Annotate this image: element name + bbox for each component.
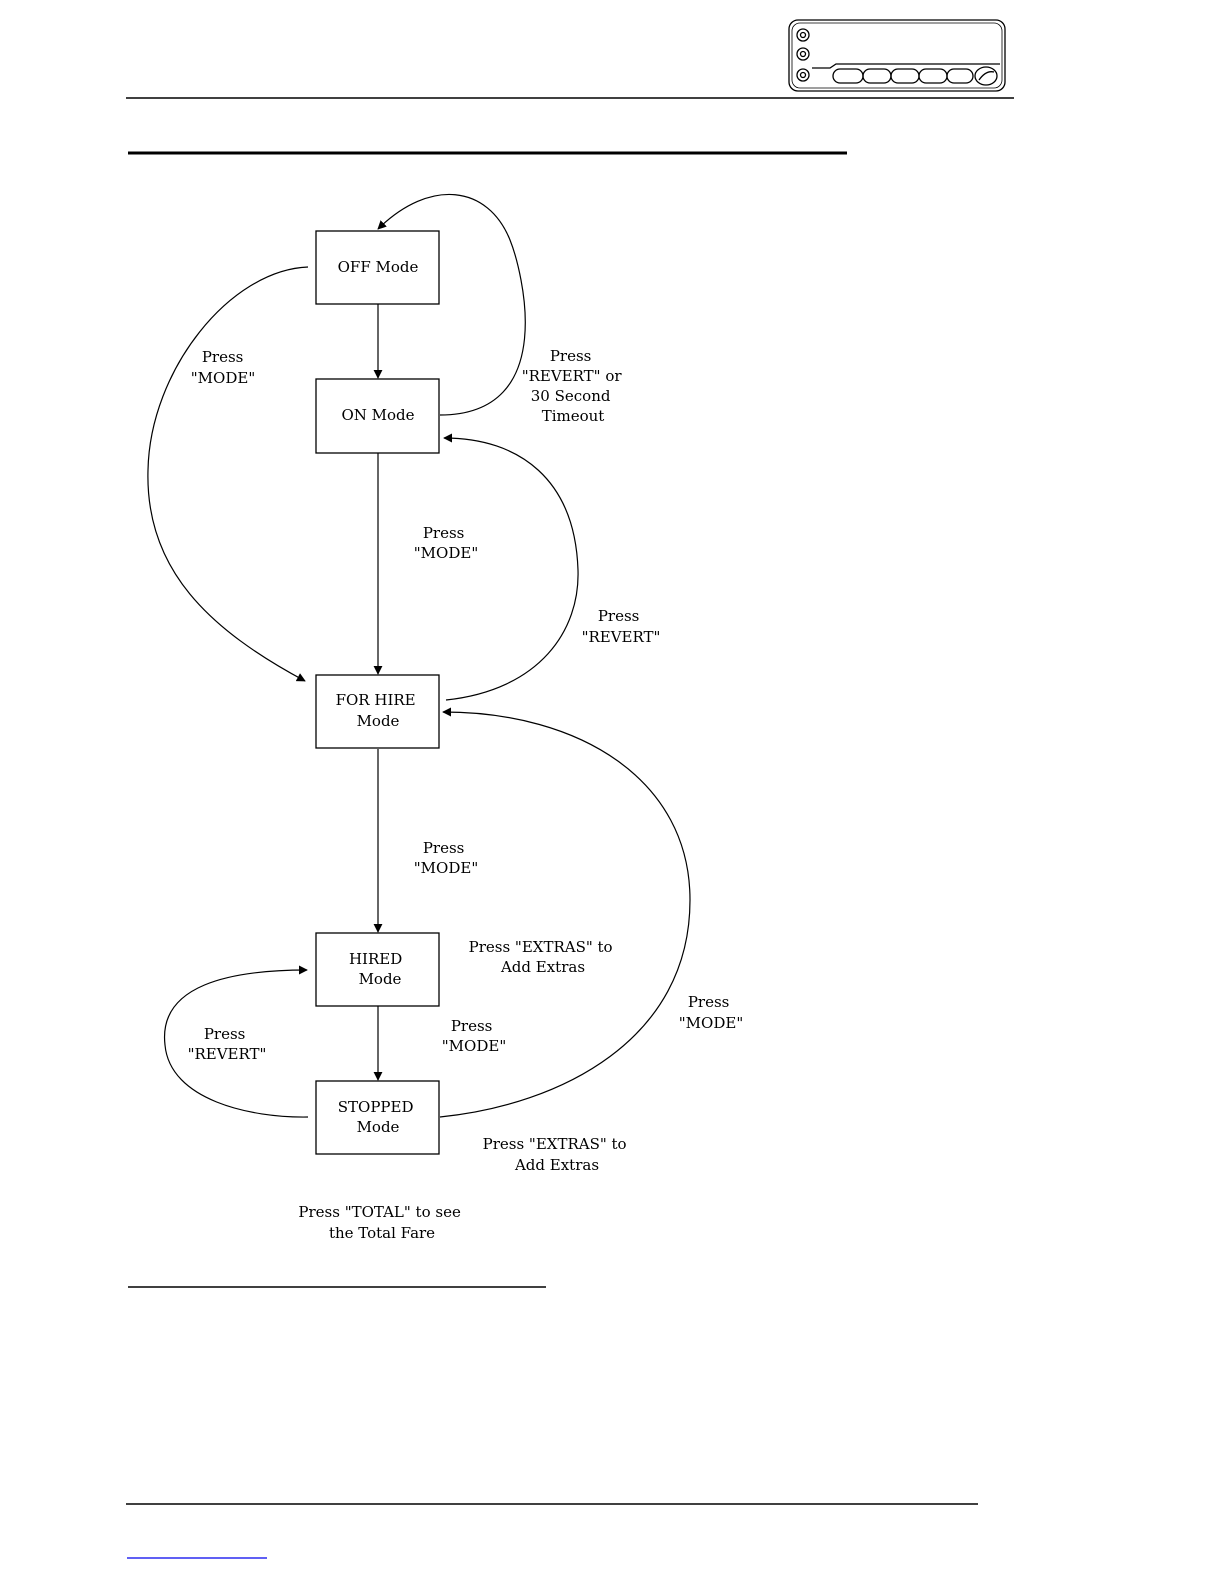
label-line: "MODE" (414, 859, 478, 877)
label-off-to-forhire: Press "MODE" (191, 348, 255, 387)
node-hired-line-2: Mode (359, 970, 402, 988)
label-stopped-extras: Press "EXTRAS" to Add Extras (483, 1135, 632, 1174)
label-forhire-to-hired: Press "MODE" (414, 839, 478, 877)
label-line: "REVERT" (582, 628, 661, 646)
label-line: Press (423, 524, 465, 542)
taximeter-device-icon (789, 20, 1005, 91)
label-stopped-revert: Press "REVERT" (188, 1025, 267, 1063)
label-line: "MODE" (679, 1014, 743, 1032)
label-line: Press (451, 1017, 493, 1035)
label-line: Press "EXTRAS" to (469, 938, 613, 956)
label-hired-to-stopped: Press "MODE" (442, 1017, 506, 1055)
label-line: "REVERT" (188, 1045, 267, 1063)
node-on-label: ON Mode (341, 406, 414, 424)
label-line: 30 Second (531, 387, 611, 405)
label-line: Press (688, 993, 730, 1011)
edge-stopped-to-forhire (440, 712, 690, 1117)
node-off-line: OFF Mode (338, 258, 419, 276)
label-on-revert-timeout: Press "REVERT" or 30 Second Timeout (522, 347, 627, 425)
node-stopped-line-2: Mode (357, 1118, 400, 1136)
label-line: "MODE" (191, 369, 255, 387)
label-line: Press "TOTAL" to see (298, 1203, 461, 1221)
label-line: Press (423, 839, 465, 857)
node-stopped-line-1: STOPPED (338, 1098, 414, 1116)
label-line: Timeout (542, 407, 605, 425)
label-line: Press (550, 347, 592, 365)
label-line: the Total Fare (329, 1224, 435, 1242)
label-line: Press (202, 348, 244, 366)
edge-stopped-to-hired (165, 970, 308, 1117)
node-forhire-line-1: FOR HIRE (336, 691, 416, 709)
label-on-to-forhire: Press "MODE" (414, 524, 478, 562)
diagram-labels: Press "MODE" Press "REVERT" or 30 Second… (188, 347, 744, 1242)
label-line: Add Extras (514, 1156, 599, 1174)
edge-forhire-to-on (444, 438, 578, 700)
label-hired-extras: Press "EXTRAS" to Add Extras (469, 938, 618, 976)
label-line: Press (204, 1025, 246, 1043)
label-line: "MODE" (414, 544, 478, 562)
label-line: "MODE" (442, 1037, 506, 1055)
node-forhire-line-2: Mode (357, 712, 400, 730)
node-off-label: OFF Mode (338, 258, 419, 276)
label-line: Press (598, 607, 640, 625)
node-hired-line-1: HIRED (349, 950, 402, 968)
label-stopped-to-forhire: Press "MODE" (679, 993, 743, 1032)
label-line: "REVERT" or (522, 367, 623, 385)
node-on-line: ON Mode (341, 406, 414, 424)
label-total-fare: Press "TOTAL" to see the Total Fare (298, 1203, 465, 1242)
label-line: Press "EXTRAS" to (483, 1135, 627, 1153)
label-forhire-revert: Press "REVERT" (582, 607, 661, 646)
label-line: Add Extras (500, 958, 585, 976)
edge-off-to-forhire (148, 267, 308, 681)
